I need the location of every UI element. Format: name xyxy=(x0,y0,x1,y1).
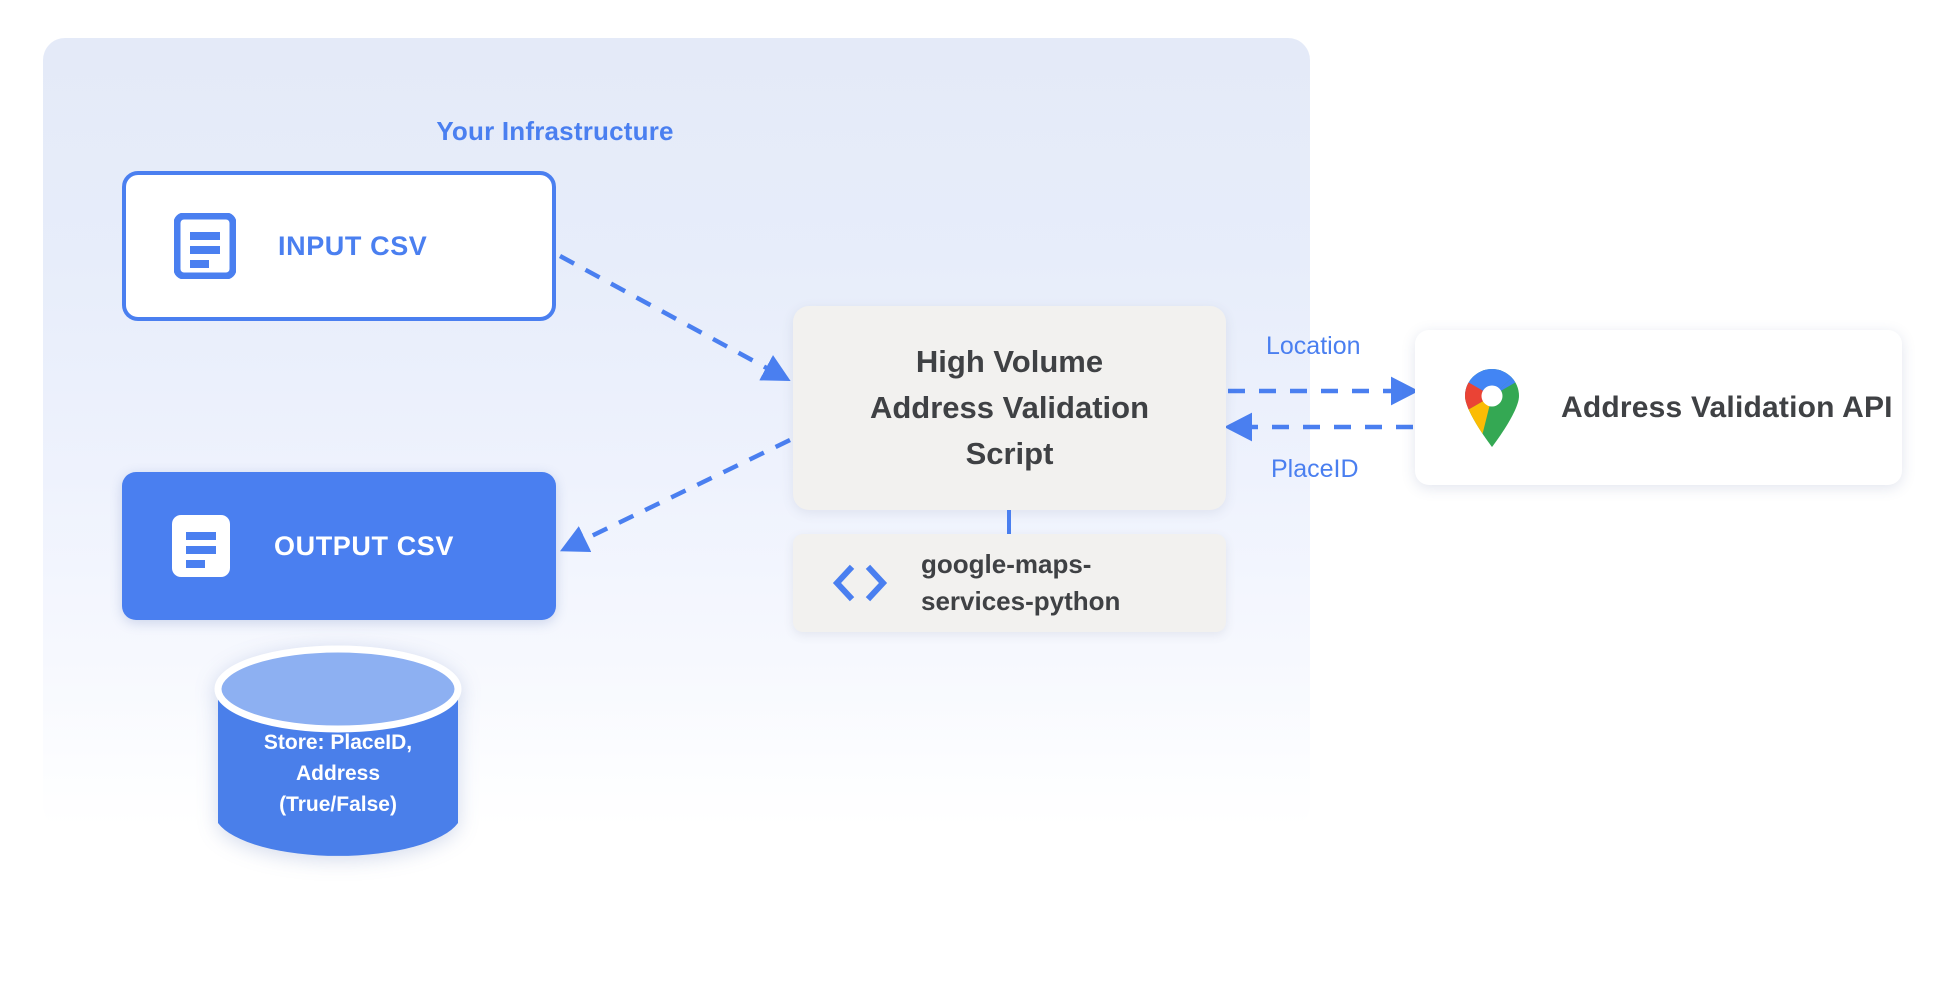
node-validation-script[interactable]: High Volume Address Validation Script xyxy=(793,306,1226,510)
script-label-line1: High Volume xyxy=(915,344,1104,379)
node-address-validation-api[interactable]: Address Validation API xyxy=(1415,330,1902,485)
api-label: Address Validation API xyxy=(1561,390,1893,424)
document-icon xyxy=(172,515,230,577)
code-brackets-icon xyxy=(832,564,888,602)
node-output-csv[interactable]: OUTPUT CSV xyxy=(122,472,556,620)
edge-label-placeid: PlaceID xyxy=(1271,455,1359,483)
node-database-cylinder[interactable] xyxy=(214,645,462,867)
script-label-line3: Script xyxy=(965,436,1054,471)
edge-label-location: Location xyxy=(1266,332,1361,360)
edge-script-to-library xyxy=(1007,510,1011,536)
output-csv-label: OUTPUT CSV xyxy=(274,530,455,561)
document-icon xyxy=(174,213,236,279)
node-input-csv[interactable]: INPUT CSV xyxy=(122,171,556,321)
script-label: High Volume Address Validation Script xyxy=(870,339,1149,477)
google-maps-pin-icon xyxy=(1465,368,1519,447)
panel-title: Your Infrastructure xyxy=(436,116,674,146)
library-label: google-maps- services-python xyxy=(921,546,1120,620)
library-label-line1: google-maps- xyxy=(921,549,1092,579)
library-label-line2: services-python xyxy=(921,586,1121,616)
node-client-library[interactable]: google-maps- services-python xyxy=(793,534,1226,632)
script-label-line2: Address Validation xyxy=(869,390,1150,425)
input-csv-label: INPUT CSV xyxy=(278,230,428,261)
